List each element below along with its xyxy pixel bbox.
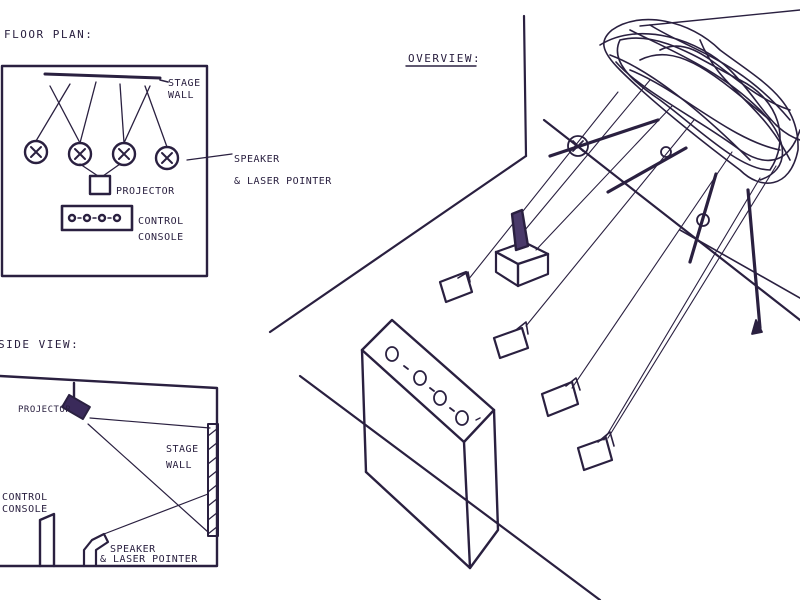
side-view-beams bbox=[87, 417, 211, 535]
side-view-console bbox=[38, 512, 56, 568]
floor-plan-stage-label: STAGE bbox=[168, 78, 201, 89]
floor-plan-heading: FLOOR PLAN: bbox=[4, 28, 93, 41]
floor-plan-speakers bbox=[23, 139, 180, 171]
floor-plan-laser-lines bbox=[35, 81, 168, 148]
overview-floor-speakers bbox=[438, 270, 615, 472]
floor-plan-wall-label: WALL bbox=[168, 90, 194, 101]
overview-control-console bbox=[360, 318, 500, 570]
floor-plan-speaker-label: SPEAKER bbox=[234, 154, 280, 165]
overview-wall-speaker-3 bbox=[696, 213, 710, 227]
overview-floor-speaker bbox=[438, 270, 474, 304]
side-view-speaker-label: SPEAKER bbox=[110, 544, 156, 555]
floor-plan-stage-wall bbox=[43, 72, 162, 80]
side-view-stage-wall bbox=[207, 423, 219, 537]
overview-laser-beams bbox=[467, 79, 777, 441]
side-view-heading: SIDE VIEW: bbox=[0, 338, 79, 351]
floor-plan-projector-label: PROJECTOR bbox=[116, 186, 175, 197]
overview-wall-speaker-1 bbox=[567, 135, 589, 157]
side-view-stage-label: STAGE bbox=[166, 444, 199, 455]
overview-floor-speaker bbox=[540, 380, 580, 418]
overview-wall-speakers bbox=[548, 118, 762, 330]
side-view-speaker bbox=[82, 532, 110, 568]
side-view-projector bbox=[61, 381, 91, 421]
floor-plan-room bbox=[0, 64, 209, 278]
side-view-control-label: CONTROL bbox=[2, 492, 48, 503]
side-view-projector-label: PROJECTOR bbox=[18, 405, 71, 415]
floor-plan-projector bbox=[79, 163, 121, 196]
floor-speaker bbox=[111, 141, 137, 167]
side-view-laser-label: & LASER POINTER bbox=[100, 554, 198, 565]
overview-floor-speaker bbox=[492, 326, 530, 360]
overview-laser-cloud bbox=[599, 18, 800, 184]
overview-room-edges bbox=[268, 9, 800, 600]
side-view-console-label: CONSOLE bbox=[2, 504, 48, 515]
overview-heading: OVERVIEW: bbox=[408, 52, 481, 65]
side-view: SIDE VIEW: PROJECTOR STAGE WALL bbox=[0, 338, 219, 568]
floor-plan-control-label: CONTROL bbox=[138, 216, 184, 227]
overview-wall-speaker-2 bbox=[660, 146, 672, 158]
floor-plan-console-label: CONSOLE bbox=[138, 232, 184, 243]
overview: OVERVIEW: bbox=[268, 9, 800, 600]
floor-speaker bbox=[154, 145, 180, 171]
overview-floor-speaker bbox=[576, 436, 614, 472]
overview-projector bbox=[494, 208, 550, 288]
side-view-wall-label: WALL bbox=[166, 460, 192, 471]
floor-plan: FLOOR PLAN: bbox=[0, 28, 332, 278]
floor-speaker bbox=[23, 139, 49, 165]
floor-plan-laser-label: & LASER POINTER bbox=[234, 176, 332, 187]
floor-plan-console bbox=[60, 204, 134, 232]
floor-speaker bbox=[67, 141, 93, 167]
